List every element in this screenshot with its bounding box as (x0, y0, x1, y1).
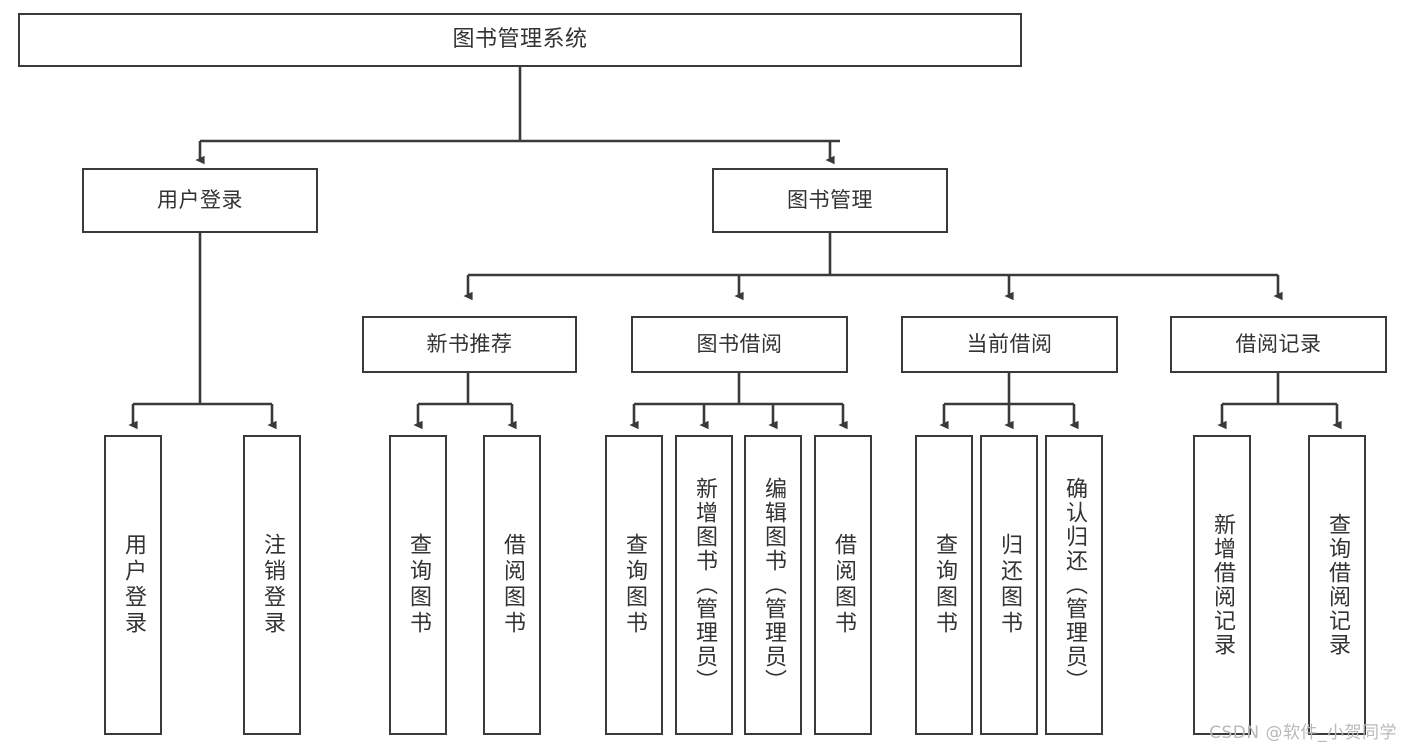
edges-book-borrow (629, 373, 848, 430)
node-book-manage[interactable]: 图书管理 (712, 168, 948, 233)
node-leaf-query-book-3[interactable]: 查询图书 (915, 435, 973, 735)
node-leaf-edit-book[interactable]: 编辑图书（管理员） (744, 435, 802, 735)
node-current-borrow[interactable]: 当前借阅 (901, 316, 1118, 373)
node-leaf-query-book-3-label: 查询图书 (932, 533, 957, 637)
node-leaf-logout-login-label: 注销登录 (260, 533, 285, 637)
node-borrow-record[interactable]: 借阅记录 (1170, 316, 1387, 373)
node-leaf-borrow-book-1[interactable]: 借阅图书 (483, 435, 541, 735)
node-leaf-confirm-return[interactable]: 确认归还（管理员） (1045, 435, 1103, 735)
node-leaf-borrow-book-2-label: 借阅图书 (831, 533, 856, 637)
node-book-borrow[interactable]: 图书借阅 (631, 316, 848, 373)
node-new-book-rec[interactable]: 新书推荐 (362, 316, 577, 373)
node-new-book-rec-label: 新书推荐 (426, 332, 513, 357)
node-borrow-record-label: 借阅记录 (1235, 332, 1322, 357)
node-leaf-query-book-1[interactable]: 查询图书 (389, 435, 447, 735)
node-root[interactable]: 图书管理系统 (18, 13, 1022, 67)
node-leaf-query-record[interactable]: 查询借阅记录 (1308, 435, 1366, 735)
node-leaf-confirm-return-label: 确认归还（管理员） (1062, 477, 1087, 693)
node-leaf-query-record-label: 查询借阅记录 (1325, 513, 1350, 657)
edges-book-manage (463, 233, 1283, 301)
node-leaf-query-book-2-label: 查询图书 (622, 533, 647, 637)
node-book-manage-label: 图书管理 (787, 188, 873, 213)
node-leaf-query-book-2[interactable]: 查询图书 (605, 435, 663, 735)
node-book-borrow-label: 图书借阅 (696, 332, 783, 357)
node-current-borrow-label: 当前借阅 (966, 332, 1053, 357)
node-leaf-add-record-label: 新增借阅记录 (1210, 513, 1235, 657)
edges-new-book-rec (413, 373, 517, 430)
node-leaf-user-login-label: 用户登录 (121, 533, 146, 637)
edges-root (195, 67, 840, 165)
node-root-label: 图书管理系统 (452, 27, 588, 53)
node-leaf-borrow-book-1-label: 借阅图书 (500, 533, 525, 637)
edges-borrow-record (1217, 373, 1342, 430)
node-leaf-query-book-1-label: 查询图书 (406, 533, 431, 637)
node-leaf-return-book[interactable]: 归还图书 (980, 435, 1038, 735)
node-leaf-borrow-book-2[interactable]: 借阅图书 (814, 435, 872, 735)
node-leaf-logout-login[interactable]: 注销登录 (243, 435, 301, 735)
edges-current-borrow (939, 373, 1079, 430)
node-user-login-label: 用户登录 (157, 188, 243, 213)
node-leaf-add-record[interactable]: 新增借阅记录 (1193, 435, 1251, 735)
node-leaf-return-book-label: 归还图书 (997, 533, 1022, 637)
node-leaf-user-login[interactable]: 用户登录 (104, 435, 162, 735)
node-leaf-add-book-label: 新增图书（管理员） (692, 477, 717, 693)
node-leaf-add-book[interactable]: 新增图书（管理员） (675, 435, 733, 735)
node-user-login[interactable]: 用户登录 (82, 168, 318, 233)
node-leaf-edit-book-label: 编辑图书（管理员） (761, 477, 786, 693)
edges-user-login (128, 233, 277, 430)
